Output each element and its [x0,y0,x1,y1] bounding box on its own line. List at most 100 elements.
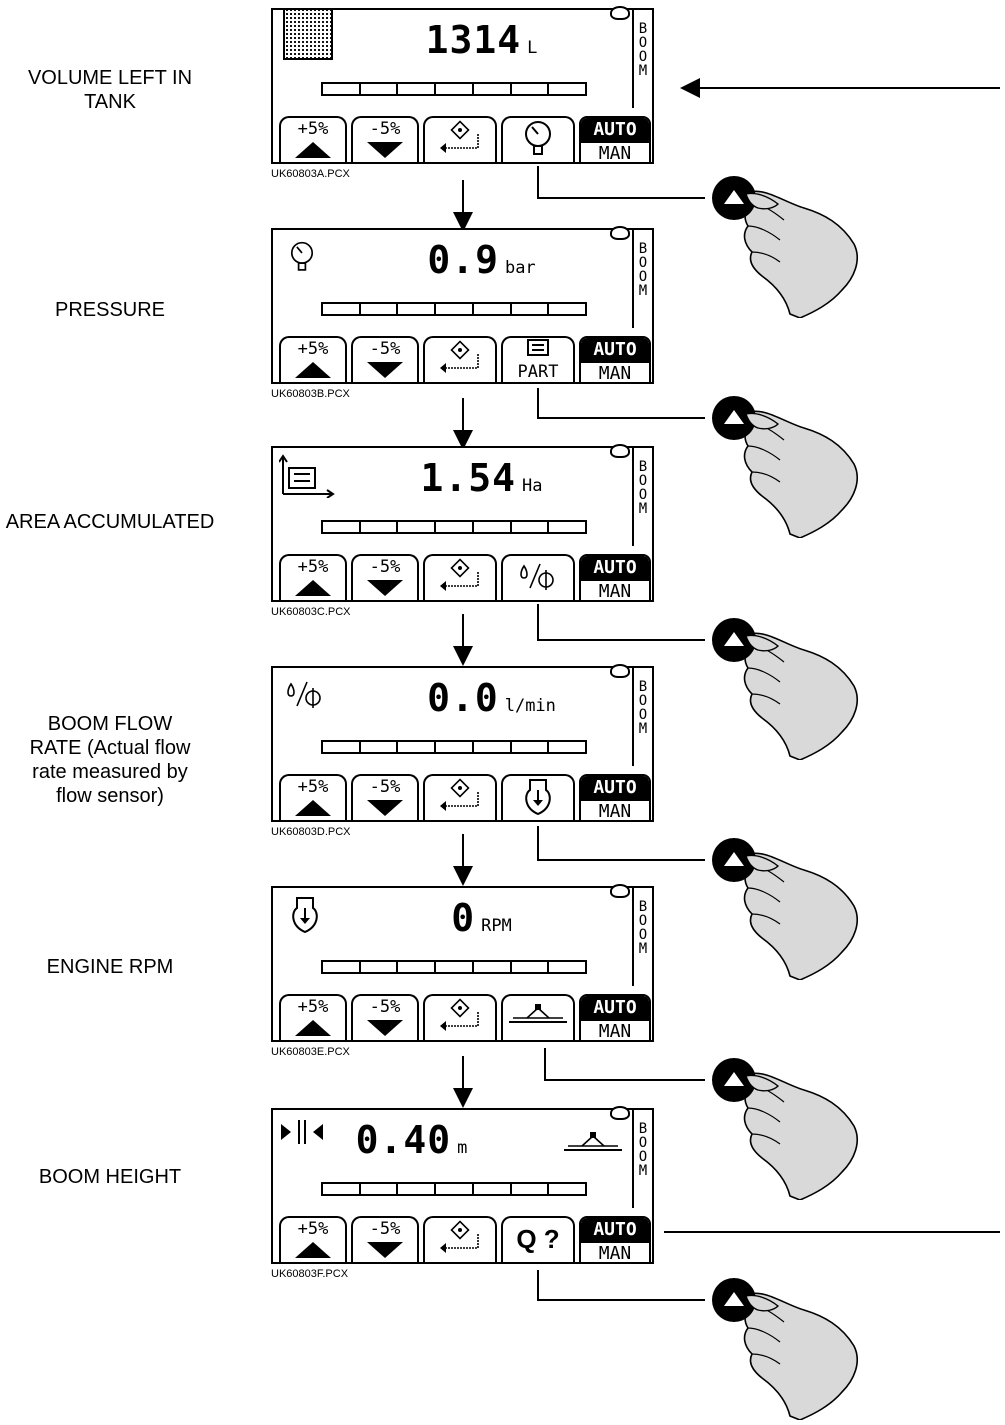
engine-button[interactable] [501,774,575,820]
up-arrow-icon [295,142,331,158]
engine-icon [518,776,558,818]
boom-icon [505,996,571,1036]
down-arrow-icon [367,142,403,158]
press-hand-icon [704,610,864,760]
flow-rate-icon [514,556,562,596]
down-arrow-icon [367,1242,403,1258]
status-icon [610,1106,630,1120]
up-arrow-icon [295,1242,331,1258]
enter-icon [430,556,490,596]
level-bar [321,520,587,534]
plus5-button[interactable]: +5% [279,774,347,820]
image-caption: UK60803E.PCX [271,1046,350,1058]
minus5-button[interactable]: -5% [351,116,419,162]
plus5-button[interactable]: +5% [279,994,347,1040]
plus5-button[interactable]: +5% [279,1216,347,1262]
status-icon [610,226,630,240]
image-caption: UK60803B.PCX [271,388,350,400]
plus5-button[interactable]: +5% [279,554,347,600]
down-arrow-icon [367,800,403,816]
lcd-screen-flow: 0.0l/min BOOM +5% -5% AUTOMAN [271,666,654,822]
flow-rate-button[interactable] [501,554,575,600]
enter-icon [430,996,490,1036]
display-unit: RPM [481,916,512,936]
boom-height-button[interactable] [501,994,575,1040]
minus5-button[interactable]: -5% [351,554,419,600]
level-bar [321,1182,587,1196]
up-arrow-icon [295,1020,331,1036]
flow-rate-icon [281,674,329,714]
enter-icon [430,776,490,816]
down-arrow-icon [367,362,403,378]
enter-button[interactable] [423,336,497,382]
enter-button[interactable] [423,994,497,1040]
image-caption: UK60803D.PCX [271,826,351,838]
image-caption: UK60803C.PCX [271,606,351,618]
boom-icon [560,1124,626,1164]
level-bar [321,302,587,316]
partial-area-icon [523,338,553,358]
status-icon [610,6,630,20]
level-bar [321,82,587,96]
enter-button[interactable] [423,554,497,600]
pressure-gauge-icon [285,238,319,278]
pressure-gauge-button[interactable] [501,116,575,162]
display-value: 0RPM [333,898,630,946]
enter-button[interactable] [423,774,497,820]
up-arrow-icon [295,362,331,378]
up-arrow-icon [295,580,331,596]
minus5-button[interactable]: -5% [351,994,419,1040]
level-bar [321,740,587,754]
area-icon [279,454,341,498]
press-hand-icon [704,168,864,318]
down-arrow-icon [367,1020,403,1036]
status-icon [610,664,630,678]
press-hand-icon [704,388,864,538]
boom-indicator: BOOM [632,1108,652,1208]
enter-icon [430,338,490,378]
press-hand-icon [704,1050,864,1200]
image-caption: UK60803A.PCX [271,168,350,180]
status-icon [610,444,630,458]
press-hand-icon [704,830,864,980]
plus5-button[interactable]: +5% [279,116,347,162]
up-arrow-icon [295,800,331,816]
enter-button[interactable] [423,1216,497,1262]
status-icon [610,884,630,898]
plus5-button[interactable]: +5% [279,336,347,382]
minus5-button[interactable]: -5% [351,1216,419,1262]
press-hand-icon [704,1270,864,1420]
partial-area-button[interactable]: PART [501,336,575,382]
minus5-button[interactable]: -5% [351,774,419,820]
enter-icon [430,118,490,158]
minus5-button[interactable]: -5% [351,336,419,382]
question-icon: Q ? [516,1224,559,1254]
question-button[interactable]: Q ? [501,1216,575,1262]
image-caption: UK60803F.PCX [271,1268,348,1280]
enter-icon [430,1218,490,1258]
engine-icon [285,894,325,936]
down-arrow-icon [367,580,403,596]
display-unit: Ha [522,476,542,496]
enter-button[interactable] [423,116,497,162]
